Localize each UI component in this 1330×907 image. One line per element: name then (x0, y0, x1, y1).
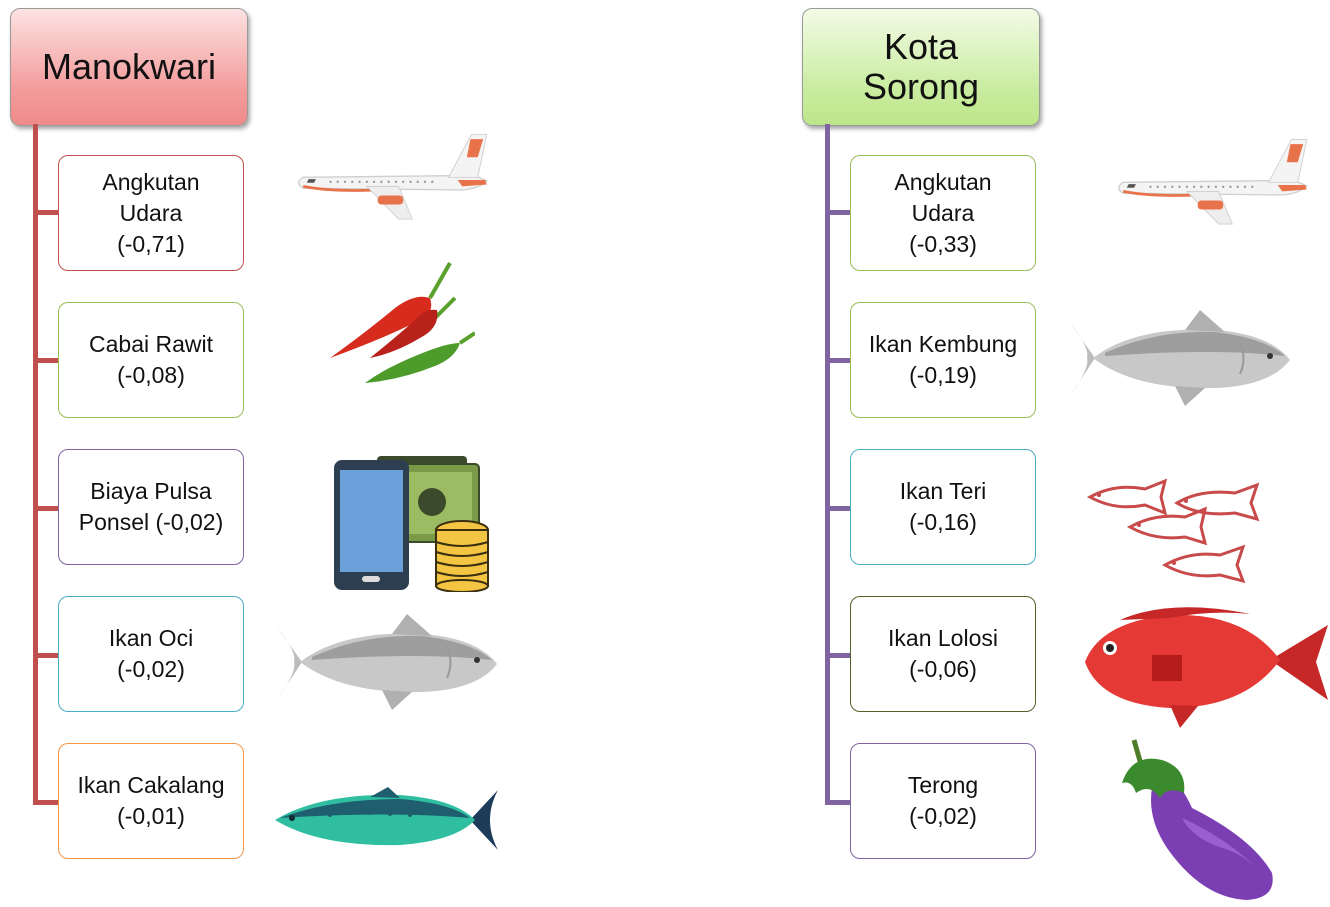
connector-branch (825, 506, 850, 511)
connector-branch (33, 210, 58, 215)
connector-branch (33, 653, 58, 658)
node-ikan-kembung: Ikan Kembung (-0,19) (850, 302, 1036, 418)
root-label: Manokwari (41, 46, 217, 87)
node-label: Ikan Teri (-0,16) (899, 478, 987, 535)
node-ikan-oci: Ikan Oci (-0,02) (58, 596, 244, 712)
red-fish-icon (1080, 600, 1330, 730)
chili-icon (325, 258, 475, 388)
phone-money-icon (332, 452, 492, 592)
connector-branch (825, 653, 850, 658)
airplane-icon (265, 130, 505, 230)
root-kota-sorong: Kota Sorong (802, 8, 1040, 126)
node-ikan-teri: Ikan Teri (-0,16) (850, 449, 1036, 565)
node-ikan-cakalang: Ikan Cakalang (-0,01) (58, 743, 244, 859)
node-biaya-pulsa-ponsel: Biaya Pulsa Ponsel (-0,02) (58, 449, 244, 565)
node-label: Ikan Oci (-0,02) (108, 625, 194, 682)
node-label: Terong (-0,02) (907, 772, 979, 829)
connector-branch (825, 358, 850, 363)
connector-branch (33, 358, 58, 363)
node-label: Angkutan Udara (-0,33) (894, 168, 992, 257)
tuna-icon (270, 785, 500, 855)
node-angkutan-udara: Angkutan Udara (-0,33) (850, 155, 1036, 271)
node-label: Ikan Kembung (-0,19) (868, 331, 1018, 388)
connector-branch (33, 800, 58, 805)
connector-branch (825, 210, 850, 215)
node-label: Ikan Cakalang (-0,01) (77, 772, 225, 829)
root-manokwari: Manokwari (10, 8, 248, 126)
node-label: Cabai Rawit (-0,08) (89, 331, 213, 388)
connector-trunk-right (825, 124, 830, 805)
connector-branch (825, 800, 850, 805)
node-label: Angkutan Udara (-0,71) (102, 168, 200, 257)
node-label: Ikan Lolosi (-0,06) (888, 625, 998, 682)
connector-branch (33, 506, 58, 511)
eggplant-icon (1112, 738, 1282, 903)
node-terong: Terong (-0,02) (850, 743, 1036, 859)
node-angkutan-udara: Angkutan Udara (-0,71) (58, 155, 244, 271)
node-label: Biaya Pulsa Ponsel (-0,02) (78, 478, 224, 535)
root-label: Kota Sorong (862, 26, 980, 107)
gray-fish-icon (1065, 308, 1295, 408)
anchovy-icon (1085, 475, 1275, 585)
node-ikan-lolosi: Ikan Lolosi (-0,06) (850, 596, 1036, 712)
connector-trunk-left (33, 124, 38, 805)
airplane-icon (1085, 135, 1325, 235)
gray-fish-icon (272, 612, 502, 712)
node-cabai-rawit: Cabai Rawit (-0,08) (58, 302, 244, 418)
